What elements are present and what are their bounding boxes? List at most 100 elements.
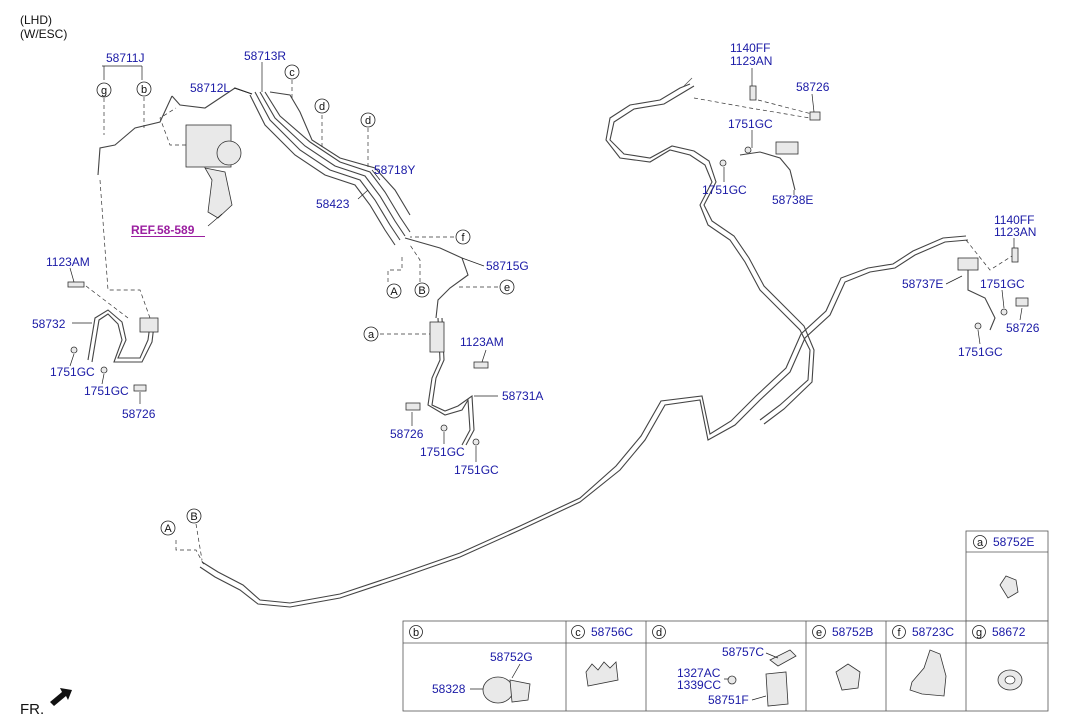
svg-text:c: c [575, 627, 581, 639]
lead-1751GC-l1 [69, 353, 75, 367]
washer-left-2 [100, 366, 108, 374]
bolt-58726-mid [405, 402, 421, 411]
dash-A2 [175, 540, 205, 566]
svg-text:d: d [319, 101, 325, 113]
callout-f: f [455, 229, 471, 245]
dash-B1 [409, 244, 421, 282]
label-58738E: 58738E [772, 193, 813, 207]
legend-c-part: 58756C [591, 625, 633, 639]
clip-58751F-icon [765, 671, 789, 707]
legend-e-letter: e [812, 625, 826, 639]
lead-1123AM-m [481, 349, 487, 363]
label-1751GC-m1: 1751GC [420, 445, 465, 459]
legend-b-letter: b [409, 625, 423, 639]
label-1123AN-top: 1123AN [730, 54, 772, 68]
label-ref-58-589: REF.58-589 [131, 223, 195, 237]
front-right-hose-group [405, 317, 489, 446]
front-line-3 [264, 91, 411, 233]
part-labels: 58711J 58713R 58712L 58718Y 58423 58715G… [32, 41, 1040, 477]
main-line-2 [201, 235, 967, 604]
leader-lines [69, 62, 1023, 566]
svg-text:e: e [816, 627, 822, 639]
front-arrow-icon [50, 688, 72, 706]
svg-text:g: g [976, 627, 982, 639]
legend-d-part-1: 58757C [722, 645, 764, 659]
callout-g: g [96, 82, 112, 98]
line-58711J [97, 95, 173, 176]
bolt-58726-top [809, 111, 821, 121]
svg-text:b: b [141, 84, 147, 96]
label-58737E: 58737E [902, 277, 943, 291]
label-1123AM-mid: 1123AM [460, 335, 504, 349]
label-58726-l: 58726 [122, 407, 156, 421]
label-58732: 58732 [32, 317, 66, 331]
label-58715G: 58715G [486, 259, 529, 273]
fr-indicator: FR. [20, 688, 72, 718]
callout-d-1: d [314, 98, 330, 114]
rear-line-end [683, 77, 693, 87]
bolt-58726-left [133, 384, 147, 392]
label-1123AN-right: 1123AN [994, 225, 1036, 239]
lead-1751GC-l2 [101, 373, 105, 385]
bolt-58726-right [1015, 297, 1029, 307]
label-1140FF-top: 1140FF [730, 41, 770, 55]
lead-58726-r [1019, 307, 1023, 321]
legend-e-part: 58752B [832, 625, 873, 639]
abs-module-group [159, 107, 242, 219]
washer-top-1 [719, 159, 727, 167]
label-58711J: 58711J [106, 51, 144, 65]
clip-58723C-icon [909, 649, 947, 697]
label-58713R: 58713R [244, 49, 286, 63]
clip-58756C-icon [585, 661, 619, 687]
abs-dash-left [159, 107, 186, 146]
hose-58731A-2 [431, 317, 475, 446]
header-lhd: (LHD) [20, 13, 52, 27]
hose-58738E [739, 151, 796, 191]
washer-right-2 [974, 322, 982, 330]
label-1751GC-r2: 1751GC [958, 345, 1003, 359]
label-58423: 58423 [316, 197, 350, 211]
rear-left-hose-group [693, 85, 821, 191]
lead-58737E [945, 275, 963, 285]
svg-text:d: d [365, 115, 371, 127]
dash-A1 [387, 255, 403, 282]
label-58726-top: 58726 [796, 80, 830, 94]
label-1751GC-l1: 1751GC [50, 365, 95, 379]
legend-d-part-4: 58751F [708, 693, 749, 707]
label-1751GC-m2: 1751GC [454, 463, 499, 477]
main-brake-lines [199, 77, 969, 608]
legend-d-letter: d [652, 625, 666, 639]
dash-right-1 [965, 239, 1013, 271]
front-left-hose-group [67, 179, 159, 392]
washer-right-1 [1000, 308, 1008, 316]
label-1123AM-left: 1123AM [46, 255, 90, 269]
dash-bolt-left [85, 285, 129, 319]
svg-text:c: c [289, 67, 295, 79]
svg-text:f: f [461, 232, 465, 244]
legend-a-part: 58752E [993, 535, 1034, 549]
nut-1327AC-icon [727, 675, 737, 685]
front-line-2 [259, 91, 406, 237]
washer-mid-2 [472, 438, 480, 446]
label-58712L: 58712L [190, 81, 230, 95]
line-58715G [404, 237, 469, 319]
fr-label: FR. [20, 701, 44, 718]
callout-B-2: B [186, 508, 202, 524]
abs-motor [216, 140, 242, 166]
legend-d-part-3: 1339CC [677, 678, 721, 692]
washer-top-2 [744, 146, 752, 154]
svg-text:B: B [418, 285, 425, 297]
svg-text:B: B [190, 511, 197, 523]
washer-left-1 [70, 346, 78, 354]
main-line-1 [199, 239, 969, 608]
callouts: g b c d d f e a A B A B [96, 64, 515, 536]
callout-A-1: A [386, 283, 402, 299]
bolt-1140FF-top [749, 85, 757, 101]
lead-58711J [102, 65, 143, 80]
dash-top-2 [757, 99, 813, 115]
grommet-58328-icon [482, 676, 514, 704]
bracket-58737E [957, 257, 979, 271]
lead-58715G [461, 257, 485, 267]
